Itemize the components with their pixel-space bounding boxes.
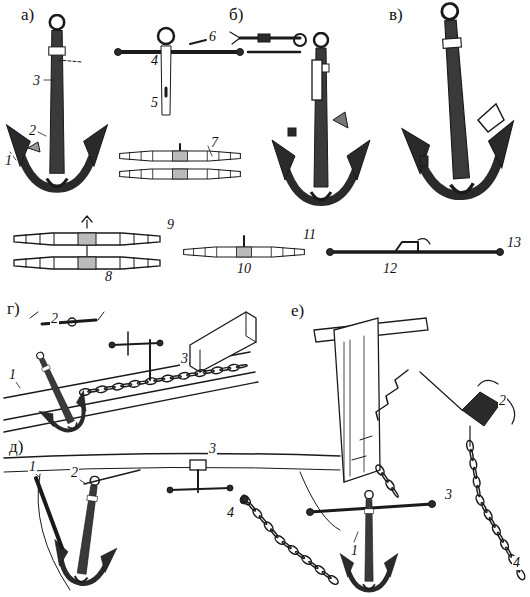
callout-number: 7	[210, 136, 219, 150]
callout-number: 12	[382, 262, 398, 276]
callout-number: 3	[444, 488, 453, 502]
chain-link	[391, 487, 399, 497]
anchor-a	[7, 15, 244, 189]
callout-number: 4	[512, 556, 521, 570]
cathead-stowage-g	[4, 312, 258, 439]
chain-link	[263, 520, 275, 533]
callout-number: 1	[8, 368, 17, 382]
panel-letter: в)	[388, 6, 404, 23]
hull-stowage-d	[4, 453, 340, 590]
callout-number: 2	[498, 394, 507, 408]
callout-number: 2	[70, 466, 79, 480]
chain-link	[381, 472, 389, 482]
chain-link	[251, 507, 263, 520]
callout-number: 3	[32, 74, 41, 88]
stock-parts	[14, 216, 504, 269]
chain-link	[308, 561, 318, 570]
callout-number: 9	[166, 218, 175, 232]
callout-number: 1	[4, 154, 13, 168]
callout-number: 4	[226, 506, 235, 520]
callout-number: 1	[350, 544, 359, 558]
callout-number: 4	[150, 54, 159, 68]
anchor-chains	[79, 364, 526, 586]
chain-link	[295, 551, 305, 560]
chain-link	[327, 574, 340, 586]
chain-link	[282, 541, 292, 550]
cathead-stowage-e	[307, 318, 515, 590]
callout-number: 2	[28, 124, 37, 138]
panel-letter: г)	[6, 300, 21, 317]
chain-link	[236, 364, 247, 368]
anchor-c	[394, 0, 519, 199]
callout-number: 10	[236, 262, 252, 276]
panel-letter: а)	[20, 6, 35, 23]
chain-link	[515, 568, 526, 581]
chain-link	[322, 571, 332, 580]
callout-number: 11	[302, 228, 317, 242]
callout-number: 8	[104, 270, 113, 284]
leader-lines	[10, 80, 358, 542]
panel-letter: е)	[290, 302, 305, 319]
panel-letter: д)	[8, 438, 24, 455]
chain-link	[240, 494, 252, 507]
callout-number: 1	[28, 460, 37, 474]
callout-number: 5	[150, 96, 159, 110]
callout-number: 3	[208, 442, 217, 456]
callout-number: 2	[50, 312, 59, 326]
callout-number: 6	[208, 30, 217, 44]
chain-link	[270, 528, 279, 538]
chain-link	[259, 515, 268, 525]
panel-letter: б)	[228, 6, 244, 23]
anchor-b	[230, 32, 370, 202]
callout-number: 3	[180, 352, 189, 366]
callout-number: 13	[506, 236, 522, 250]
chain-link	[247, 502, 256, 512]
